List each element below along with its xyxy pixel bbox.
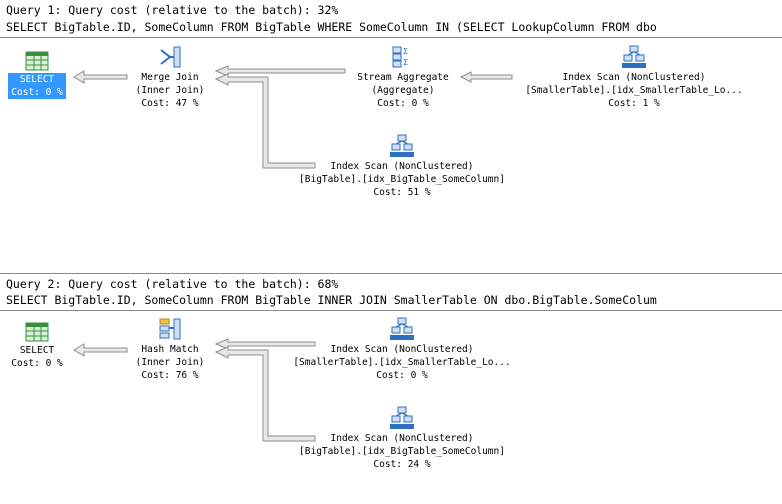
q2-hash-match-title: Hash Match xyxy=(141,344,199,355)
q1-select-title: SELECT xyxy=(19,74,55,85)
q1-index-scan-big-node[interactable]: Index Scan (NonClustered) [BigTable].[id… xyxy=(282,133,522,199)
index-scan-icon xyxy=(390,134,414,157)
query2-top-separator xyxy=(0,273,782,274)
query2-sql: SELECT BigTable.ID, SomeColumn FROM BigT… xyxy=(6,293,657,307)
q2-index-scan-big-node[interactable]: Index Scan (NonClustered) [BigTable].[id… xyxy=(282,405,522,471)
query1-sql: SELECT BigTable.ID, SomeColumn FROM BigT… xyxy=(6,20,657,34)
q2-select-title: SELECT xyxy=(19,345,55,356)
q1-merge-join-title: Merge Join xyxy=(141,72,199,83)
query1-header: Query 1: Query cost (relative to the bat… xyxy=(6,3,339,17)
q2-index-scan-smaller-cost: Cost: 0 % xyxy=(376,370,428,381)
q2-hash-match-node[interactable]: Hash Match (Inner Join) Cost: 76 % xyxy=(120,316,220,382)
select-table-icon xyxy=(25,51,49,71)
q2-index-scan-smaller-node[interactable]: Index Scan (NonClustered) [SmallerTable]… xyxy=(282,316,522,382)
q2-index-scan-big-object: [BigTable].[idx_BigTable_SomeColumn] xyxy=(299,446,505,457)
q1-index-scan-smaller-title: Index Scan (NonClustered) xyxy=(562,72,706,83)
stream-aggregate-icon: Σ Σ xyxy=(392,46,408,68)
q1-stream-aggregate-node[interactable]: Σ Σ Stream Aggregate (Aggregate) Cost: 0… xyxy=(345,44,461,110)
q1-index-scan-big-object: [BigTable].[idx_BigTable_SomeColumn] xyxy=(299,174,505,185)
q2-select-node[interactable]: SELECT Cost: 0 % xyxy=(4,321,70,370)
q1-stream-aggregate-type: (Aggregate) xyxy=(371,85,435,96)
q2-hash-match-cost: Cost: 76 % xyxy=(141,370,199,381)
q1-arrow-scansmall-aggregate xyxy=(459,71,513,83)
query2-header: Query 2: Query cost (relative to the bat… xyxy=(6,277,339,291)
select-table-icon xyxy=(25,322,49,342)
svg-text:Σ: Σ xyxy=(403,58,408,67)
q1-stream-aggregate-cost: Cost: 0 % xyxy=(377,98,429,109)
q1-stream-aggregate-title: Stream Aggregate xyxy=(357,72,449,83)
index-scan-icon xyxy=(622,45,646,68)
merge-join-icon xyxy=(160,46,181,68)
q1-merge-join-type: (Inner Join) xyxy=(135,85,205,96)
q2-hash-match-type: (Inner Join) xyxy=(135,357,205,368)
q2-index-scan-smaller-object: [SmallerTable].[idx_SmallerTable_Lo... xyxy=(293,357,511,368)
q1-merge-join-node[interactable]: Merge Join (Inner Join) Cost: 47 % xyxy=(120,44,220,110)
q1-arrow-scanbig-mergejoin xyxy=(214,73,316,169)
index-scan-icon xyxy=(390,406,414,429)
q2-arrow-scanbig-hashmatch xyxy=(214,346,316,442)
q1-index-scan-big-title: Index Scan (NonClustered) xyxy=(330,161,474,172)
q1-select-cost: Cost: 0 % xyxy=(11,87,63,98)
q1-index-scan-smaller-cost: Cost: 1 % xyxy=(608,98,660,109)
q1-index-scan-big-cost: Cost: 51 % xyxy=(373,187,431,198)
q2-index-scan-smaller-title: Index Scan (NonClustered) xyxy=(330,344,474,355)
q1-arrow-mergejoin-select xyxy=(73,70,128,84)
q1-index-scan-smaller-object: [SmallerTable].[idx_SmallerTable_Lo... xyxy=(525,85,743,96)
hash-match-icon xyxy=(159,318,181,340)
q1-merge-join-cost: Cost: 47 % xyxy=(141,98,199,109)
q1-select-label-box: SELECT Cost: 0 % xyxy=(8,73,66,99)
index-scan-icon xyxy=(390,317,414,340)
svg-text:Σ: Σ xyxy=(403,47,408,56)
q2-index-scan-big-title: Index Scan (NonClustered) xyxy=(330,433,474,444)
q2-index-scan-big-cost: Cost: 24 % xyxy=(373,459,431,470)
q1-select-node[interactable]: SELECT Cost: 0 % xyxy=(4,50,70,99)
q1-arrow-aggregate-mergejoin xyxy=(214,65,346,77)
query1-separator xyxy=(0,37,782,38)
q1-index-scan-smaller-node[interactable]: Index Scan (NonClustered) [SmallerTable]… xyxy=(514,44,754,110)
q2-arrow-hashmatch-select xyxy=(73,343,128,357)
q2-select-cost: Cost: 0 % xyxy=(11,358,63,369)
query2-separator xyxy=(0,310,782,311)
